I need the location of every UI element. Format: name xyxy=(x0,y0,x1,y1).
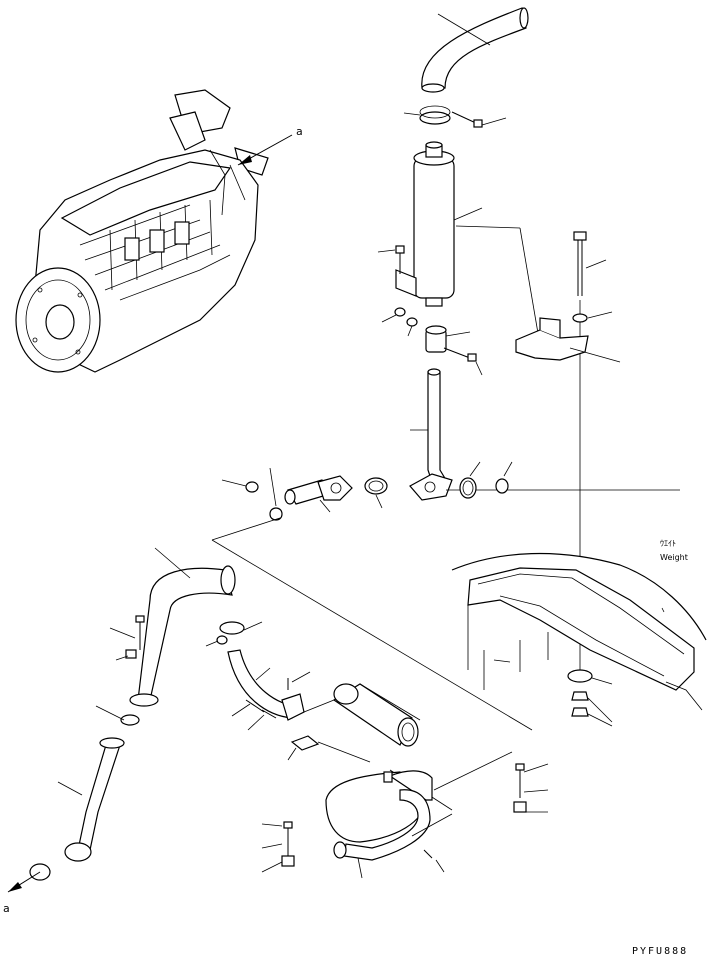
weight-label-jp: ｳｴｲﾄ xyxy=(660,539,676,548)
tail-pipe xyxy=(421,7,529,93)
front-pipe-bolts xyxy=(109,615,145,661)
bracket-bolt xyxy=(377,245,405,274)
elbow-clamp xyxy=(211,467,533,731)
rear-muffler-bolts xyxy=(261,763,549,873)
mounting-bracket xyxy=(515,317,621,363)
washer xyxy=(572,311,613,323)
bolt-2 xyxy=(443,347,483,376)
view-label-a-top: a xyxy=(296,125,303,138)
elbow xyxy=(205,621,311,731)
catalytic-converter xyxy=(303,683,421,747)
counterweight: ｳｴｲﾄ Weight xyxy=(451,539,707,727)
rear-muffler xyxy=(325,751,513,879)
clamp xyxy=(403,105,451,125)
inlet-pipe xyxy=(409,368,680,501)
figure-code: PYFU888 xyxy=(632,946,688,957)
engine-illustration: a xyxy=(15,89,303,373)
nut xyxy=(381,307,418,337)
spring xyxy=(459,461,481,499)
bolt xyxy=(451,111,507,128)
gasket xyxy=(364,477,388,509)
muffler xyxy=(395,141,541,346)
weight-label-en: Weight xyxy=(660,553,688,562)
flange-pipe xyxy=(284,475,353,513)
nut-2 xyxy=(495,461,513,494)
clamp-2 xyxy=(425,325,471,353)
front-pipe: a xyxy=(3,547,236,915)
view-label-a-bottom: a xyxy=(3,902,10,915)
